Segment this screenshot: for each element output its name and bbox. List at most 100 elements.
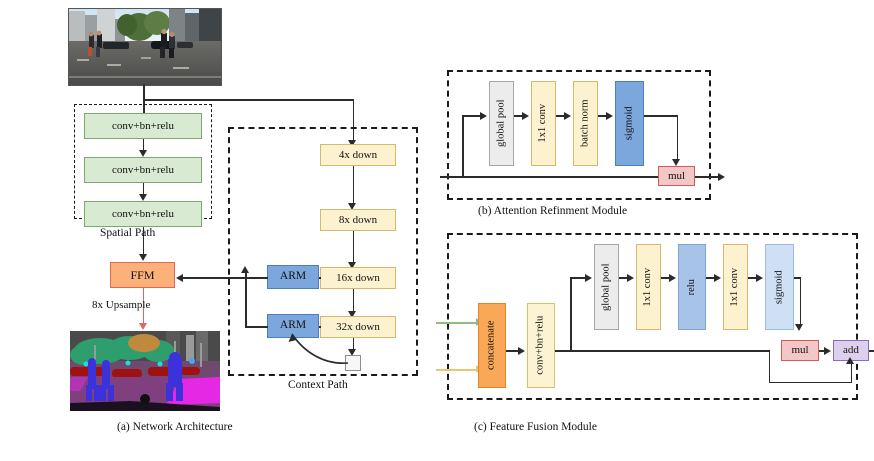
line-ffm-branch-up: [570, 277, 572, 351]
arrow-ffm-branch-to-pool: [585, 273, 592, 282]
line-arm-input: [440, 176, 672, 178]
arm-sigmoid-label: sigmoid: [623, 106, 635, 141]
line-ffm-sigmoid-down: [799, 277, 802, 326]
arrow-conv1-conv2: [138, 150, 147, 157]
downsample-label-32x: 32x down: [336, 320, 380, 333]
arrow-arm-output: [718, 172, 725, 181]
arm-global-pool-label: global pool: [495, 99, 507, 148]
ffm-1x1-conv-block-2: 1x1 conv: [723, 244, 748, 330]
line-arm1-to-ffm: [182, 277, 268, 279]
conv-bn-relu-block-3: conv+bn+relu: [84, 201, 202, 227]
downsample-block-4x: 4x down: [320, 144, 396, 166]
line-arm-sigmoid-down: [676, 115, 679, 162]
ffm-relu-block: relu: [678, 244, 706, 330]
line-arm-bn-sigmoid: [598, 115, 608, 117]
line-ffm-conv1-relu: [661, 277, 671, 279]
caption-panel-b: (b) Attention Refinment Module: [478, 205, 628, 217]
line-ffm-to-output: [142, 288, 145, 326]
arm-global-pool-block: global pool: [489, 81, 514, 166]
spatial-path-label: Spatial Path: [100, 227, 156, 239]
ffm-mul-op: mul: [781, 340, 819, 361]
arm-label-2: ARM: [279, 319, 307, 332]
downsample-label-16x: 16x down: [336, 271, 380, 284]
line-ffm-pool-conv1: [619, 277, 629, 279]
arm-batch-norm-label: batch norm: [579, 99, 591, 148]
line-input-to-context-h: [143, 99, 354, 101]
line-arm-branch-to-pool: [462, 115, 482, 117]
ffm-add-label: add: [843, 344, 859, 356]
arm-batch-norm-block: batch norm: [573, 81, 598, 166]
line-ffm-relu-conv2: [706, 277, 716, 279]
arrow-input-to-context: [348, 140, 356, 147]
arm-mul-label: mul: [667, 169, 686, 182]
arrow-8x-16x: [348, 262, 356, 269]
arm-label-1: ARM: [279, 270, 307, 283]
conv-bn-relu-label-1: conv+bn+relu: [112, 119, 174, 132]
ffm-mul-label: mul: [791, 344, 809, 356]
ffm-sigmoid-label: sigmoid: [773, 270, 785, 304]
arrow-arm-conv-bn: [564, 111, 571, 120]
line-spatial-to-ffm: [142, 227, 145, 257]
arrow-arm2-join: [240, 266, 249, 273]
arrow-concat-conv: [518, 346, 525, 355]
ffm-relu-label: relu: [685, 278, 697, 296]
arrow-arm-to-globalpool: [480, 111, 487, 120]
line-32x-globalpool: [352, 338, 355, 352]
line-input-to-spatial: [143, 84, 145, 118]
ffm-1x1-conv-label-1: 1x1 conv: [642, 267, 654, 307]
arrow-ffm-pool-conv1: [627, 273, 634, 282]
context-path-label: Context Path: [288, 379, 348, 391]
downsample-label-8x: 8x down: [338, 213, 378, 226]
ffm-module-frame: [447, 233, 858, 400]
arrow-ffm-to-output: [138, 323, 147, 330]
upsample-label: 8x Upsample: [92, 299, 151, 311]
arrow-16x-32x: [348, 311, 356, 318]
ffm-global-pool-block: global pool: [594, 244, 619, 330]
line-input-to-context-v: [352, 99, 355, 144]
line-ffm-skip-up: [850, 361, 853, 382]
arm-block-1: ARM: [267, 265, 319, 289]
arm-1x1-conv-block: 1x1 conv: [531, 81, 556, 166]
line-ffm-input-context: [436, 369, 478, 371]
line-ffm-conv2-sigmoid: [748, 277, 758, 279]
arrow-ffm-conv2-sigmoid: [756, 273, 763, 282]
conv-bn-relu-block-2: conv+bn+relu: [84, 157, 202, 183]
line-4x-8x: [352, 166, 355, 206]
line-8x-16x: [352, 231, 355, 265]
downsample-block-32x: 32x down: [320, 316, 396, 338]
line-ffm-sigmoid-out: [794, 277, 801, 279]
downsample-block-8x: 8x down: [320, 209, 396, 231]
ffm-conv-block: conv+bn+relu: [527, 303, 555, 388]
line-arm-output: [695, 176, 720, 178]
line-ffm-mul-add: [819, 350, 827, 352]
line-ffm-main: [555, 350, 770, 352]
arrow-arm-pool-conv: [522, 111, 529, 120]
arrow-arm-bn-sigmoid: [606, 111, 613, 120]
arm-1x1-conv-label: 1x1 conv: [537, 104, 549, 143]
conv-bn-relu-block-1: conv+bn+relu: [84, 113, 202, 139]
arrow-ffm-relu-conv2: [714, 273, 721, 282]
ffm-1x1-conv-block-1: 1x1 conv: [636, 244, 661, 330]
globalpool-to-arm2-curve: [288, 333, 349, 364]
arrow-ffm-sigmoid-mul: [795, 324, 803, 331]
arrow-spatial-to-ffm: [138, 254, 147, 261]
line-concat-conv: [506, 350, 520, 352]
line-arm2-up: [245, 272, 247, 327]
line-ffm-skip-down: [768, 350, 771, 383]
line-ffm-output: [869, 350, 874, 352]
output-segmentation-image: [70, 331, 220, 411]
ffm-1x1-conv-label-2: 1x1 conv: [729, 267, 741, 307]
conv-bn-relu-label-2: conv+bn+relu: [112, 163, 174, 176]
arm-sigmoid-block: sigmoid: [615, 81, 644, 166]
ffm-sigmoid-block: sigmoid: [765, 244, 794, 330]
arrow-ffm-mul-add: [824, 346, 831, 355]
line-arm-pool-conv: [514, 115, 524, 117]
arrow-conv2-conv3: [138, 194, 147, 201]
ffm-conv-label: conv+bn+relu: [534, 315, 546, 376]
ffm-concatenate-label: concatenate: [485, 320, 497, 371]
ffm-block: FFM: [110, 262, 175, 288]
arrow-ffm-skip-add: [846, 357, 854, 364]
arrow-arm1-to-ffm: [176, 273, 183, 282]
line-conv2-conv3: [142, 183, 145, 197]
